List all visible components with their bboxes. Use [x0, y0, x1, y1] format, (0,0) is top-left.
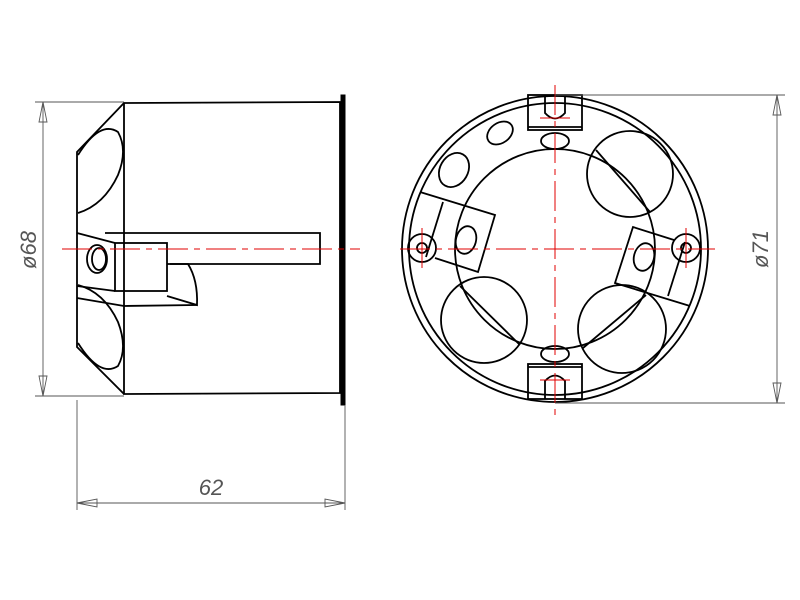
right-mounting-lug — [613, 225, 701, 307]
knockout-bottom-left — [440, 276, 528, 364]
knockout-top-right — [586, 130, 674, 218]
width-dimension-label: 62 — [199, 475, 223, 500]
top-dimensions — [555, 94, 785, 404]
left-mounting-lug — [407, 191, 497, 274]
height-dimension-label: ø68 — [16, 230, 41, 269]
side-view — [76, 94, 346, 406]
knockout-bottom-right — [577, 284, 667, 374]
top-centerlines — [400, 85, 715, 415]
side-dimensions — [35, 101, 346, 510]
diameter-dimension-label: ø71 — [748, 230, 773, 268]
